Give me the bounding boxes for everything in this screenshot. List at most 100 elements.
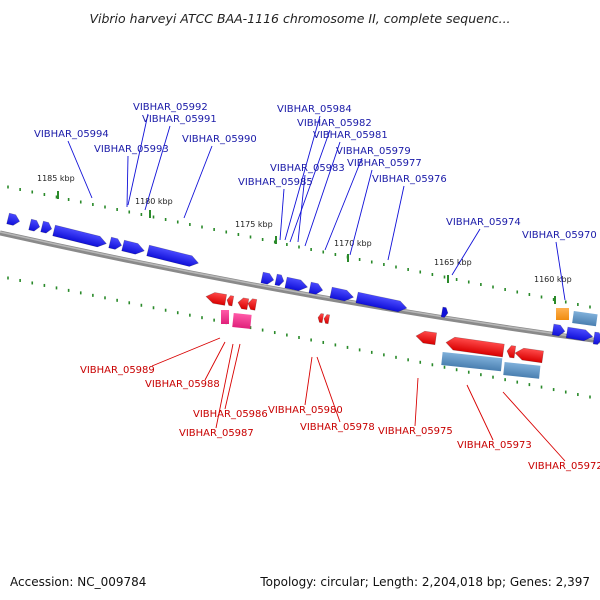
reverse-gene-arrow xyxy=(415,330,437,346)
lower-tick-dot xyxy=(92,293,94,297)
lower-tick-dot xyxy=(55,286,58,290)
forward-leader-line xyxy=(324,157,363,251)
reverse-gene-label: VIBHAR_05972 xyxy=(528,461,600,472)
reverse-leader-line xyxy=(224,343,241,410)
forward-gene-label: VIBHAR_05991 xyxy=(142,114,217,125)
lower-tick-dot xyxy=(273,331,276,335)
lower-tick-dot xyxy=(370,350,373,354)
lower-tick-dot xyxy=(334,343,337,347)
upper-tick-dot xyxy=(455,278,458,281)
upper-tick-dot xyxy=(504,288,506,291)
upper-tick-dot xyxy=(92,203,94,206)
major-tick xyxy=(554,296,556,304)
upper-tick-dot xyxy=(467,280,470,284)
forward-gene-arrow xyxy=(274,273,285,287)
forward-leader-line xyxy=(297,174,306,243)
reverse-gene-label: VIBHAR_05978 xyxy=(300,422,375,433)
lower-tick-dot xyxy=(346,345,349,349)
pink-feature-block xyxy=(232,313,252,329)
reverse-gene-label: VIBHAR_05973 xyxy=(457,440,532,451)
forward-gene-arrow xyxy=(52,224,107,248)
forward-gene-arrow xyxy=(592,331,600,345)
upper-tick-dot xyxy=(552,298,555,301)
forward-gene-label: VIBHAR_05977 xyxy=(347,158,422,169)
steel-feature-block xyxy=(441,352,503,372)
forward-gene-arrow xyxy=(108,236,123,250)
forward-gene-label: VIBHAR_05984 xyxy=(277,104,352,115)
forward-gene-arrow xyxy=(551,323,566,337)
reverse-leader-line xyxy=(215,343,234,429)
lower-tick-dot xyxy=(298,336,300,339)
forward-leader-line xyxy=(284,115,321,241)
lower-tick-dot xyxy=(540,385,543,389)
lower-tick-dot xyxy=(480,373,482,377)
reverse-leader-line xyxy=(204,341,226,381)
pink-feature-block xyxy=(221,310,229,324)
lower-tick-dot xyxy=(419,360,422,364)
chromosome-backbone xyxy=(0,230,600,344)
upper-tick-dot xyxy=(189,223,191,226)
forward-leader-line xyxy=(304,141,341,247)
forward-gene-label: VIBHAR_05992 xyxy=(133,102,208,113)
upper-tick-dot xyxy=(249,235,252,239)
lower-tick-dot xyxy=(322,340,325,344)
upper-tick-dot xyxy=(176,220,179,224)
forward-gene-arrow xyxy=(284,276,309,292)
upper-tick-dot xyxy=(286,243,288,246)
forward-leader-line xyxy=(349,169,373,256)
forward-leader-line xyxy=(126,155,129,208)
forward-leader-line xyxy=(451,228,481,276)
upper-tick-dot xyxy=(322,250,325,254)
upper-tick-dot xyxy=(370,260,373,264)
lower-tick-dot xyxy=(443,365,446,369)
upper-tick-dot xyxy=(577,303,579,306)
reverse-gene-arrow xyxy=(323,314,331,325)
lower-tick-dot xyxy=(358,348,361,352)
upper-tick-dot xyxy=(104,205,106,209)
upper-tick-dot xyxy=(55,195,58,199)
tick-label: 1175 kbp xyxy=(235,220,273,229)
forward-gene-label: VIBHAR_05983 xyxy=(270,163,345,174)
forward-gene-arrow xyxy=(146,244,199,267)
forward-gene-arrow xyxy=(329,286,355,302)
forward-gene-arrow xyxy=(260,271,275,285)
upper-tick-dot xyxy=(528,293,531,296)
forward-gene-arrow xyxy=(308,281,324,295)
upper-tick-dot xyxy=(31,190,34,194)
upper-tick-dot xyxy=(237,233,240,236)
reverse-leader-line xyxy=(316,356,341,423)
reverse-gene-arrow xyxy=(205,292,227,306)
forward-gene-arrow xyxy=(440,306,449,318)
reverse-gene-arrow xyxy=(247,298,258,311)
upper-tick-dot xyxy=(79,200,82,204)
reverse-leader-line xyxy=(414,377,419,427)
lower-tick-dot xyxy=(67,288,70,292)
lower-tick-dot xyxy=(79,291,82,295)
lower-tick-dot xyxy=(164,308,167,312)
upper-tick-dot xyxy=(480,283,482,286)
lower-tick-dot xyxy=(7,276,9,280)
lower-tick-dot xyxy=(176,311,179,315)
upper-tick-dot xyxy=(140,213,143,216)
upper-tick-dot xyxy=(152,215,155,219)
map-title: Vibrio harveyi ATCC BAA-1116 chromosome … xyxy=(89,11,511,26)
reverse-gene-arrow xyxy=(317,313,325,324)
steel-feature-block xyxy=(503,362,541,379)
major-tick xyxy=(275,236,277,244)
lower-tick-dot xyxy=(249,326,252,330)
forward-leader-line xyxy=(387,185,405,261)
lower-tick-dot xyxy=(467,370,470,374)
lower-tick-dot xyxy=(140,303,143,307)
lower-tick-dot xyxy=(31,281,34,285)
lower-tick-dot xyxy=(407,358,409,362)
lower-tick-dot xyxy=(116,298,118,302)
forward-gene-label: VIBHAR_05974 xyxy=(446,217,521,228)
major-tick xyxy=(149,210,151,218)
upper-tick-dot xyxy=(298,245,300,249)
tick-label: 1180 kbp xyxy=(135,197,173,206)
accession-text: Accession: NC_009784 xyxy=(10,575,147,589)
upper-tick-dot xyxy=(419,270,422,274)
lower-tick-dot xyxy=(128,301,131,305)
upper-tick-dot xyxy=(589,305,591,309)
